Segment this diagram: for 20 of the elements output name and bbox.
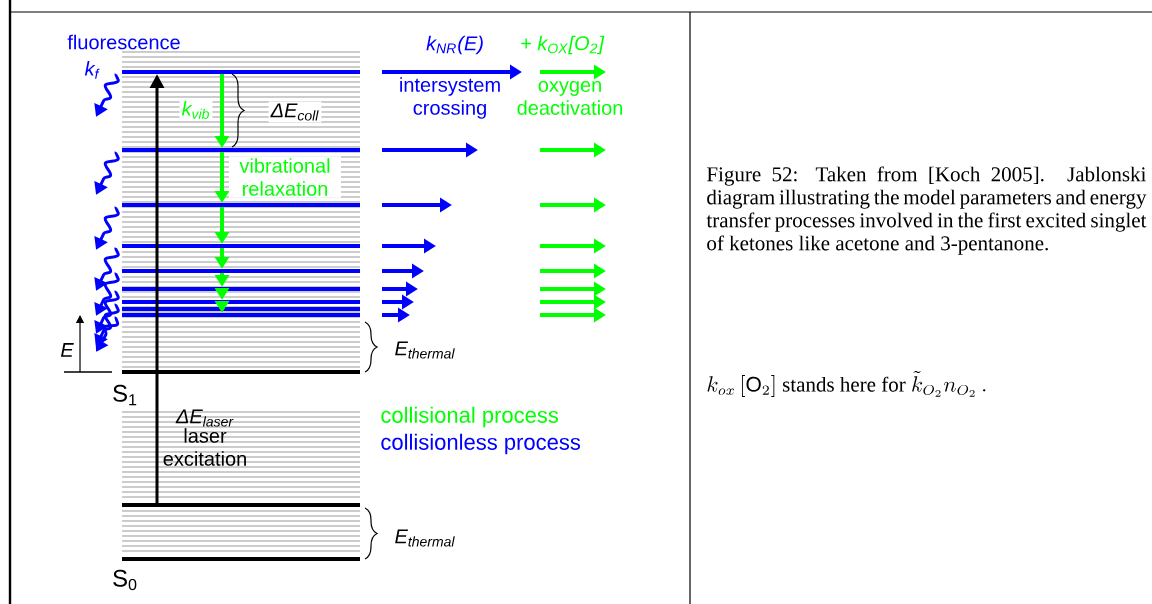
rate-label: k$_{f}$ — [84, 61, 100, 79]
state-label: S$_{1}$ — [113, 384, 137, 406]
process-label: oxygen deactivation — [517, 81, 623, 115]
energy-label: E$_{thermal}$ — [395, 341, 455, 359]
process-label: vibrational relaxation — [229, 156, 341, 198]
axis-label: E — [60, 343, 74, 357]
state-label: S$_{0}$ — [113, 569, 137, 591]
formula-line: $k_{ox}\left[\mathrm{O}_2\right]$ stands here for $\tilde{k}_{O_2}n_{O_2}\,.$ — [707, 371, 986, 397]
rate-label: k$_{vib}$ — [179, 99, 213, 121]
rate-label: k$_{NR}$(E) — [426, 35, 483, 55]
process-label: fluorescence — [67, 34, 180, 50]
legend-text: collisionless process — [381, 433, 581, 455]
energy-label: E$_{thermal}$ — [395, 529, 455, 547]
rate-label: + k$_{OX}$[O$_{2}$] — [521, 35, 605, 55]
energy-label: ΔE$_{coll}$ — [268, 101, 322, 123]
legend-text: collisional process — [381, 406, 559, 428]
energy-label: ΔE$_{laser}$ — [175, 409, 234, 427]
process-label: laser excitation — [163, 428, 246, 466]
process-label: intersystem crossing — [400, 77, 500, 119]
caption: Figure 52: Taken from [Koch 2005]. Jablonski diagram illustrating the model parameters and energy transfer processes involved in the first excited singlet of ketones like acetone and 3-pentanone. — [706, 166, 1147, 255]
